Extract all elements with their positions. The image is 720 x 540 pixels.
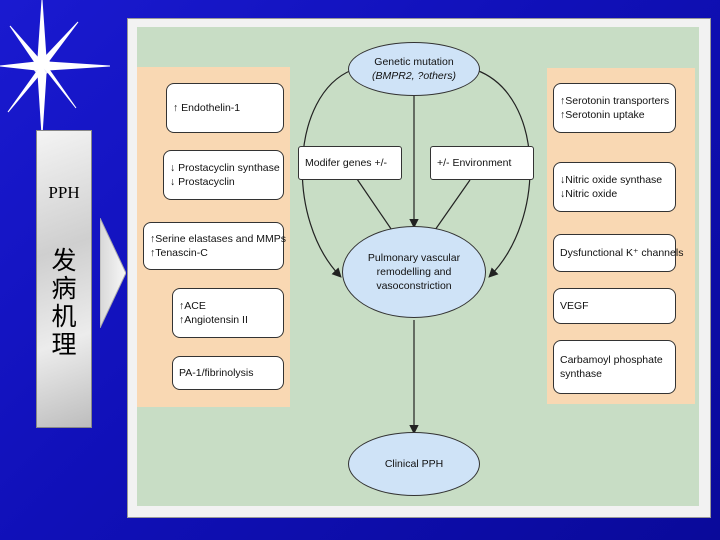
factor-line: ↑Tenascin-C bbox=[150, 247, 208, 259]
mechanism-char: 发 bbox=[51, 246, 77, 275]
genetic-line2: (BMPR2, ?others) bbox=[371, 70, 457, 82]
factor-line: ↓Nitric oxide bbox=[560, 188, 618, 200]
pulmonary-line2: remodelling and bbox=[376, 266, 452, 278]
factor-line: ↑ Endothelin-1 bbox=[173, 102, 241, 114]
factor-line: ↓Nitric oxide synthase bbox=[560, 174, 663, 186]
factor-line: ↓ Prostacyclin synthase bbox=[170, 162, 280, 174]
left-factor-box: ↑Serine elastases and MMPs ↑Tenascin-C bbox=[143, 222, 286, 270]
factor-line: ↑Serotonin transporters bbox=[560, 95, 670, 107]
factor-line: PA-1/fibrinolysis bbox=[179, 367, 254, 379]
factor-line: ↑Serine elastases and MMPs bbox=[150, 233, 286, 245]
star-burst-icon bbox=[0, 0, 110, 135]
environment-box: +/- Environment bbox=[430, 146, 534, 180]
left-factor-box: ↓ Prostacyclin synthase ↓ Prostacyclin bbox=[163, 150, 284, 200]
pulmonary-line1: Pulmonary vascular bbox=[367, 252, 461, 264]
factor-line: ↑ACE bbox=[179, 300, 206, 312]
left-factor-box: PA-1/fibrinolysis bbox=[172, 356, 284, 390]
factor-line: ↑Angiotensin II bbox=[179, 314, 248, 326]
factor-line: ↑Serotonin uptake bbox=[560, 109, 645, 121]
mechanism-char: 理 bbox=[51, 330, 77, 359]
genetic-mutation-node: Genetic mutation (BMPR2, ?others) bbox=[348, 42, 480, 96]
pulmonary-line3: vasoconstriction bbox=[376, 280, 452, 292]
side-title-panel: PPH 发 病 机 理 bbox=[36, 130, 92, 428]
factor-line: Carbamoyl phosphate bbox=[560, 354, 663, 366]
pph-label: PPH bbox=[48, 183, 80, 202]
factor-line: ↓ Prostacyclin bbox=[170, 176, 235, 188]
mechanism-char: 病 bbox=[51, 274, 77, 303]
clinical-label: Clinical PPH bbox=[384, 458, 444, 470]
right-factor-box: ↑Serotonin transporters ↑Serotonin uptak… bbox=[553, 83, 676, 133]
left-factor-box: ↑ Endothelin-1 bbox=[166, 83, 284, 133]
pulmonary-remodelling-node: Pulmonary vascular remodelling and vasoc… bbox=[342, 226, 486, 318]
pointer-arrow-icon bbox=[100, 218, 126, 328]
genetic-line1: Genetic mutation bbox=[374, 56, 454, 68]
environment-label: +/- Environment bbox=[437, 157, 512, 169]
clinical-pph-node: Clinical PPH bbox=[348, 432, 480, 496]
factor-line: synthase bbox=[560, 368, 603, 380]
right-factor-box: Carbamoyl phosphate synthase bbox=[553, 340, 676, 394]
modifier-label: Modifer genes +/- bbox=[305, 157, 388, 169]
left-factor-box: ↑ACE ↑Angiotensin II bbox=[172, 288, 284, 338]
factor-line: Dysfunctional K⁺ channels bbox=[560, 247, 684, 259]
right-factor-box: Dysfunctional K⁺ channels bbox=[553, 234, 684, 272]
modifier-genes-box: Modifer genes +/- bbox=[298, 146, 402, 180]
mechanism-char: 机 bbox=[51, 302, 77, 331]
factor-line: VEGF bbox=[560, 300, 589, 312]
right-factor-box: ↓Nitric oxide synthase ↓Nitric oxide bbox=[553, 162, 676, 212]
right-factor-box: VEGF bbox=[553, 288, 676, 324]
mechanism-label: 发 病 机 理 bbox=[37, 247, 91, 359]
